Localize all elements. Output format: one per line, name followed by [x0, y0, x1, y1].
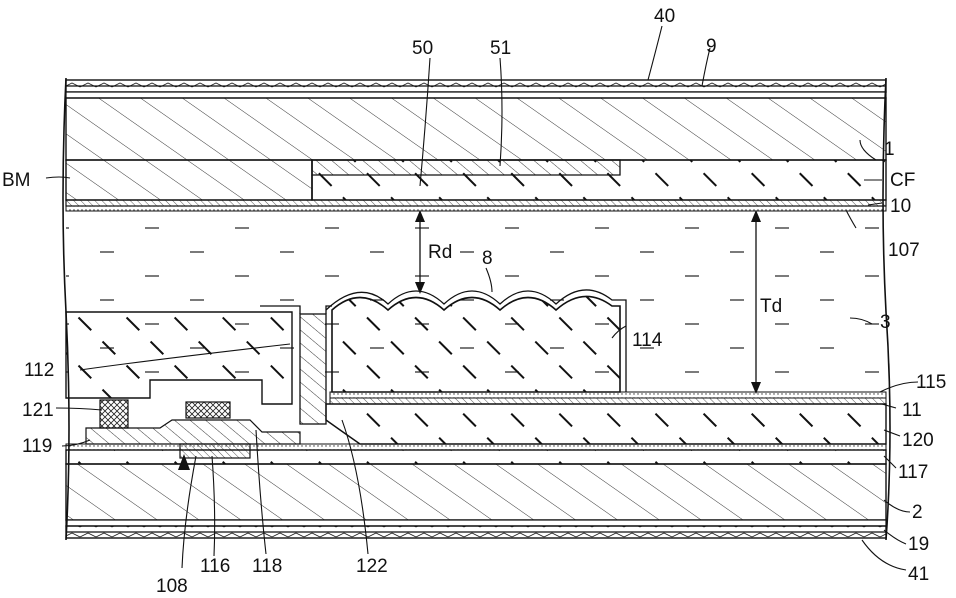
- label-bm: BM: [2, 170, 31, 191]
- layer-117: [66, 450, 886, 464]
- label-11: 11: [902, 400, 922, 421]
- label-10: 10: [890, 196, 911, 217]
- label-41: 41: [908, 564, 929, 585]
- polarizer-top: [66, 80, 886, 98]
- label-116: 116: [200, 556, 230, 577]
- label-118: 118: [252, 556, 282, 577]
- gate-block: [186, 402, 230, 418]
- layer-119: [66, 444, 886, 450]
- label-1: 1: [884, 139, 895, 160]
- label-19: 19: [908, 534, 929, 555]
- label-9: 9: [706, 36, 717, 57]
- layer-120: [326, 404, 886, 444]
- label-8: 8: [482, 248, 493, 269]
- label-122: 122: [356, 556, 388, 577]
- label-121: 121: [22, 400, 54, 421]
- reflective-bump-electrode: [332, 296, 620, 392]
- layer-107: [66, 206, 886, 211]
- layer-115: [330, 392, 886, 398]
- label-3: 3: [880, 312, 891, 333]
- top-substrate: [66, 98, 886, 160]
- layer-10: [66, 200, 886, 206]
- label-120: 120: [902, 430, 934, 451]
- label-40: 40: [654, 6, 675, 27]
- label-112: 112: [24, 360, 54, 381]
- label-cf: CF: [890, 170, 915, 191]
- label-50: 50: [412, 38, 433, 59]
- polarizer-bottom: [66, 520, 886, 538]
- layer-11: [330, 398, 886, 404]
- label-2: 2: [912, 502, 923, 523]
- label-117: 117: [898, 462, 928, 483]
- layer-121: [100, 400, 128, 428]
- label-td: Td: [760, 296, 782, 317]
- label-108: 108: [156, 576, 188, 597]
- label-rd: Rd: [428, 242, 452, 263]
- contact-122: [300, 314, 326, 424]
- label-115: 115: [916, 372, 946, 393]
- label-51: 51: [490, 38, 511, 59]
- label-114: 114: [632, 330, 663, 351]
- black-matrix: [66, 160, 312, 200]
- bottom-substrate: [66, 464, 886, 520]
- label-119: 119: [22, 436, 52, 457]
- layer-51: [312, 160, 620, 175]
- label-107: 107: [888, 240, 920, 261]
